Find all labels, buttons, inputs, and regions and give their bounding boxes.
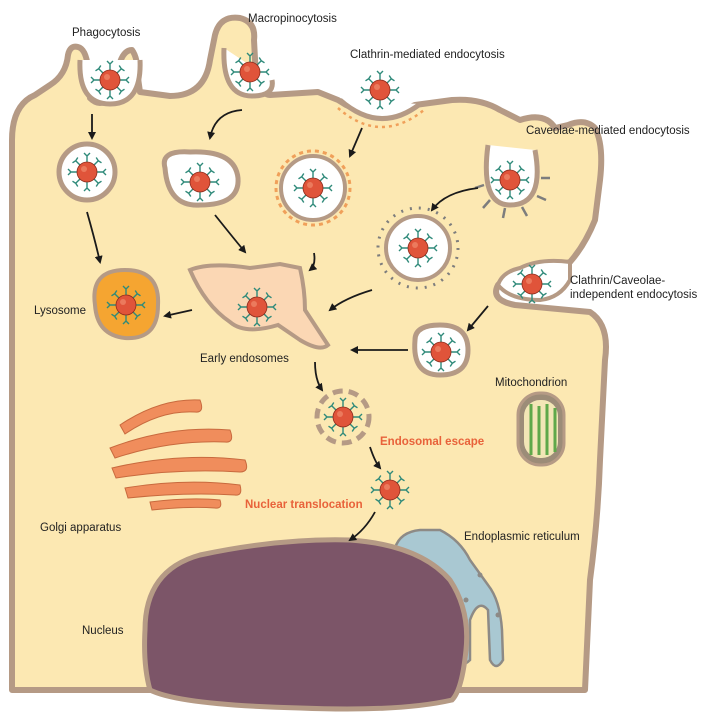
macropinosome (164, 152, 238, 205)
label-caveolae-endocytosis: Caveolae-mediated endocytosis (526, 125, 690, 137)
label-early-endosomes: Early endosomes (200, 353, 289, 365)
mitochondrion (518, 393, 564, 465)
lysosome (94, 270, 158, 338)
label-golgi-apparatus: Golgi apparatus (40, 522, 121, 534)
label-phagocytosis: Phagocytosis (72, 27, 141, 39)
label-nucleus: Nucleus (82, 625, 124, 637)
label-macropinocytosis: Macropinocytosis (248, 13, 337, 25)
nucleus (145, 540, 467, 709)
independent-vesicle (415, 325, 468, 375)
phagosome (59, 144, 115, 200)
label-endosomal-escape: Endosomal escape (380, 436, 484, 448)
label-mitochondrion: Mitochondrion (495, 377, 567, 389)
label-nuclear-translocation: Nuclear translocation (245, 499, 363, 511)
label-endoplasmic-reticulum: Endoplasmic reticulum (464, 531, 580, 543)
phagocytosis-entry (80, 60, 140, 104)
label-clathrin-endocytosis: Clathrin-mediated endocytosis (350, 49, 505, 61)
label-independent-line1: Clathrin/Caveolae- (570, 275, 665, 287)
label-lysosome: Lysosome (34, 305, 86, 317)
clathrin-pit (338, 71, 424, 127)
label-independent-line2: independent endocytosis (570, 289, 697, 301)
